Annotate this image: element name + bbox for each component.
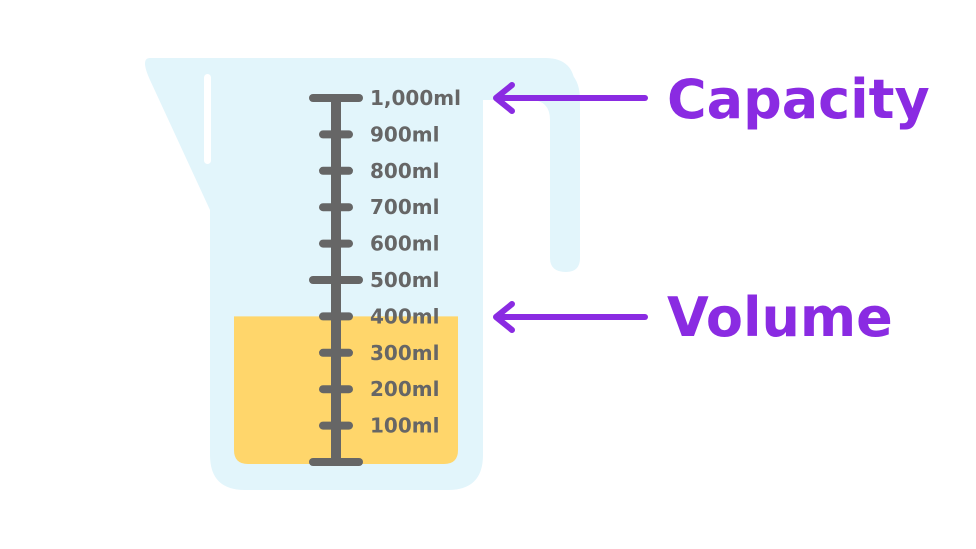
- volume-arrow-head: [493, 301, 515, 333]
- scale-tick: [319, 348, 353, 357]
- scale-tick-base: [309, 458, 363, 466]
- scale-label: 100ml: [370, 414, 439, 438]
- scale-label: 700ml: [370, 195, 439, 219]
- scale-label: 1,000ml: [370, 86, 461, 110]
- scale-tick: [319, 166, 353, 175]
- scale-tick: [319, 239, 353, 248]
- scale-label: 400ml: [370, 304, 439, 328]
- scale-tick: [319, 203, 353, 212]
- jug-highlight: [204, 74, 211, 164]
- scale-label: 800ml: [370, 159, 439, 183]
- scale-tick: [309, 94, 363, 102]
- scale-label: 900ml: [370, 122, 439, 146]
- scale-tick: [319, 130, 353, 139]
- scale-label: 500ml: [370, 268, 439, 292]
- scale-label: 200ml: [370, 377, 439, 401]
- scale-tick: [319, 385, 353, 394]
- volume-label: Volume: [667, 286, 893, 349]
- scale-tick: [319, 312, 353, 321]
- scale-marks: 1,000ml 900ml 800ml 700ml 600ml 500ml 400ml 300…: [309, 86, 461, 466]
- volume-annotation: Volume: [493, 286, 893, 349]
- measuring-jug: [145, 58, 580, 490]
- capacity-annotation: Capacity: [493, 68, 930, 131]
- capacity-label: Capacity: [667, 68, 930, 131]
- jug-handle: [470, 65, 580, 272]
- scale-label: 300ml: [370, 341, 439, 365]
- scale-label: 600ml: [370, 232, 439, 256]
- capacity-arrow-head: [493, 82, 515, 114]
- scale-tick: [309, 276, 363, 284]
- measurement-scale: 1,000ml 900ml 800ml 700ml 600ml 500ml 400ml 300…: [309, 86, 461, 466]
- scale-tick: [319, 421, 353, 430]
